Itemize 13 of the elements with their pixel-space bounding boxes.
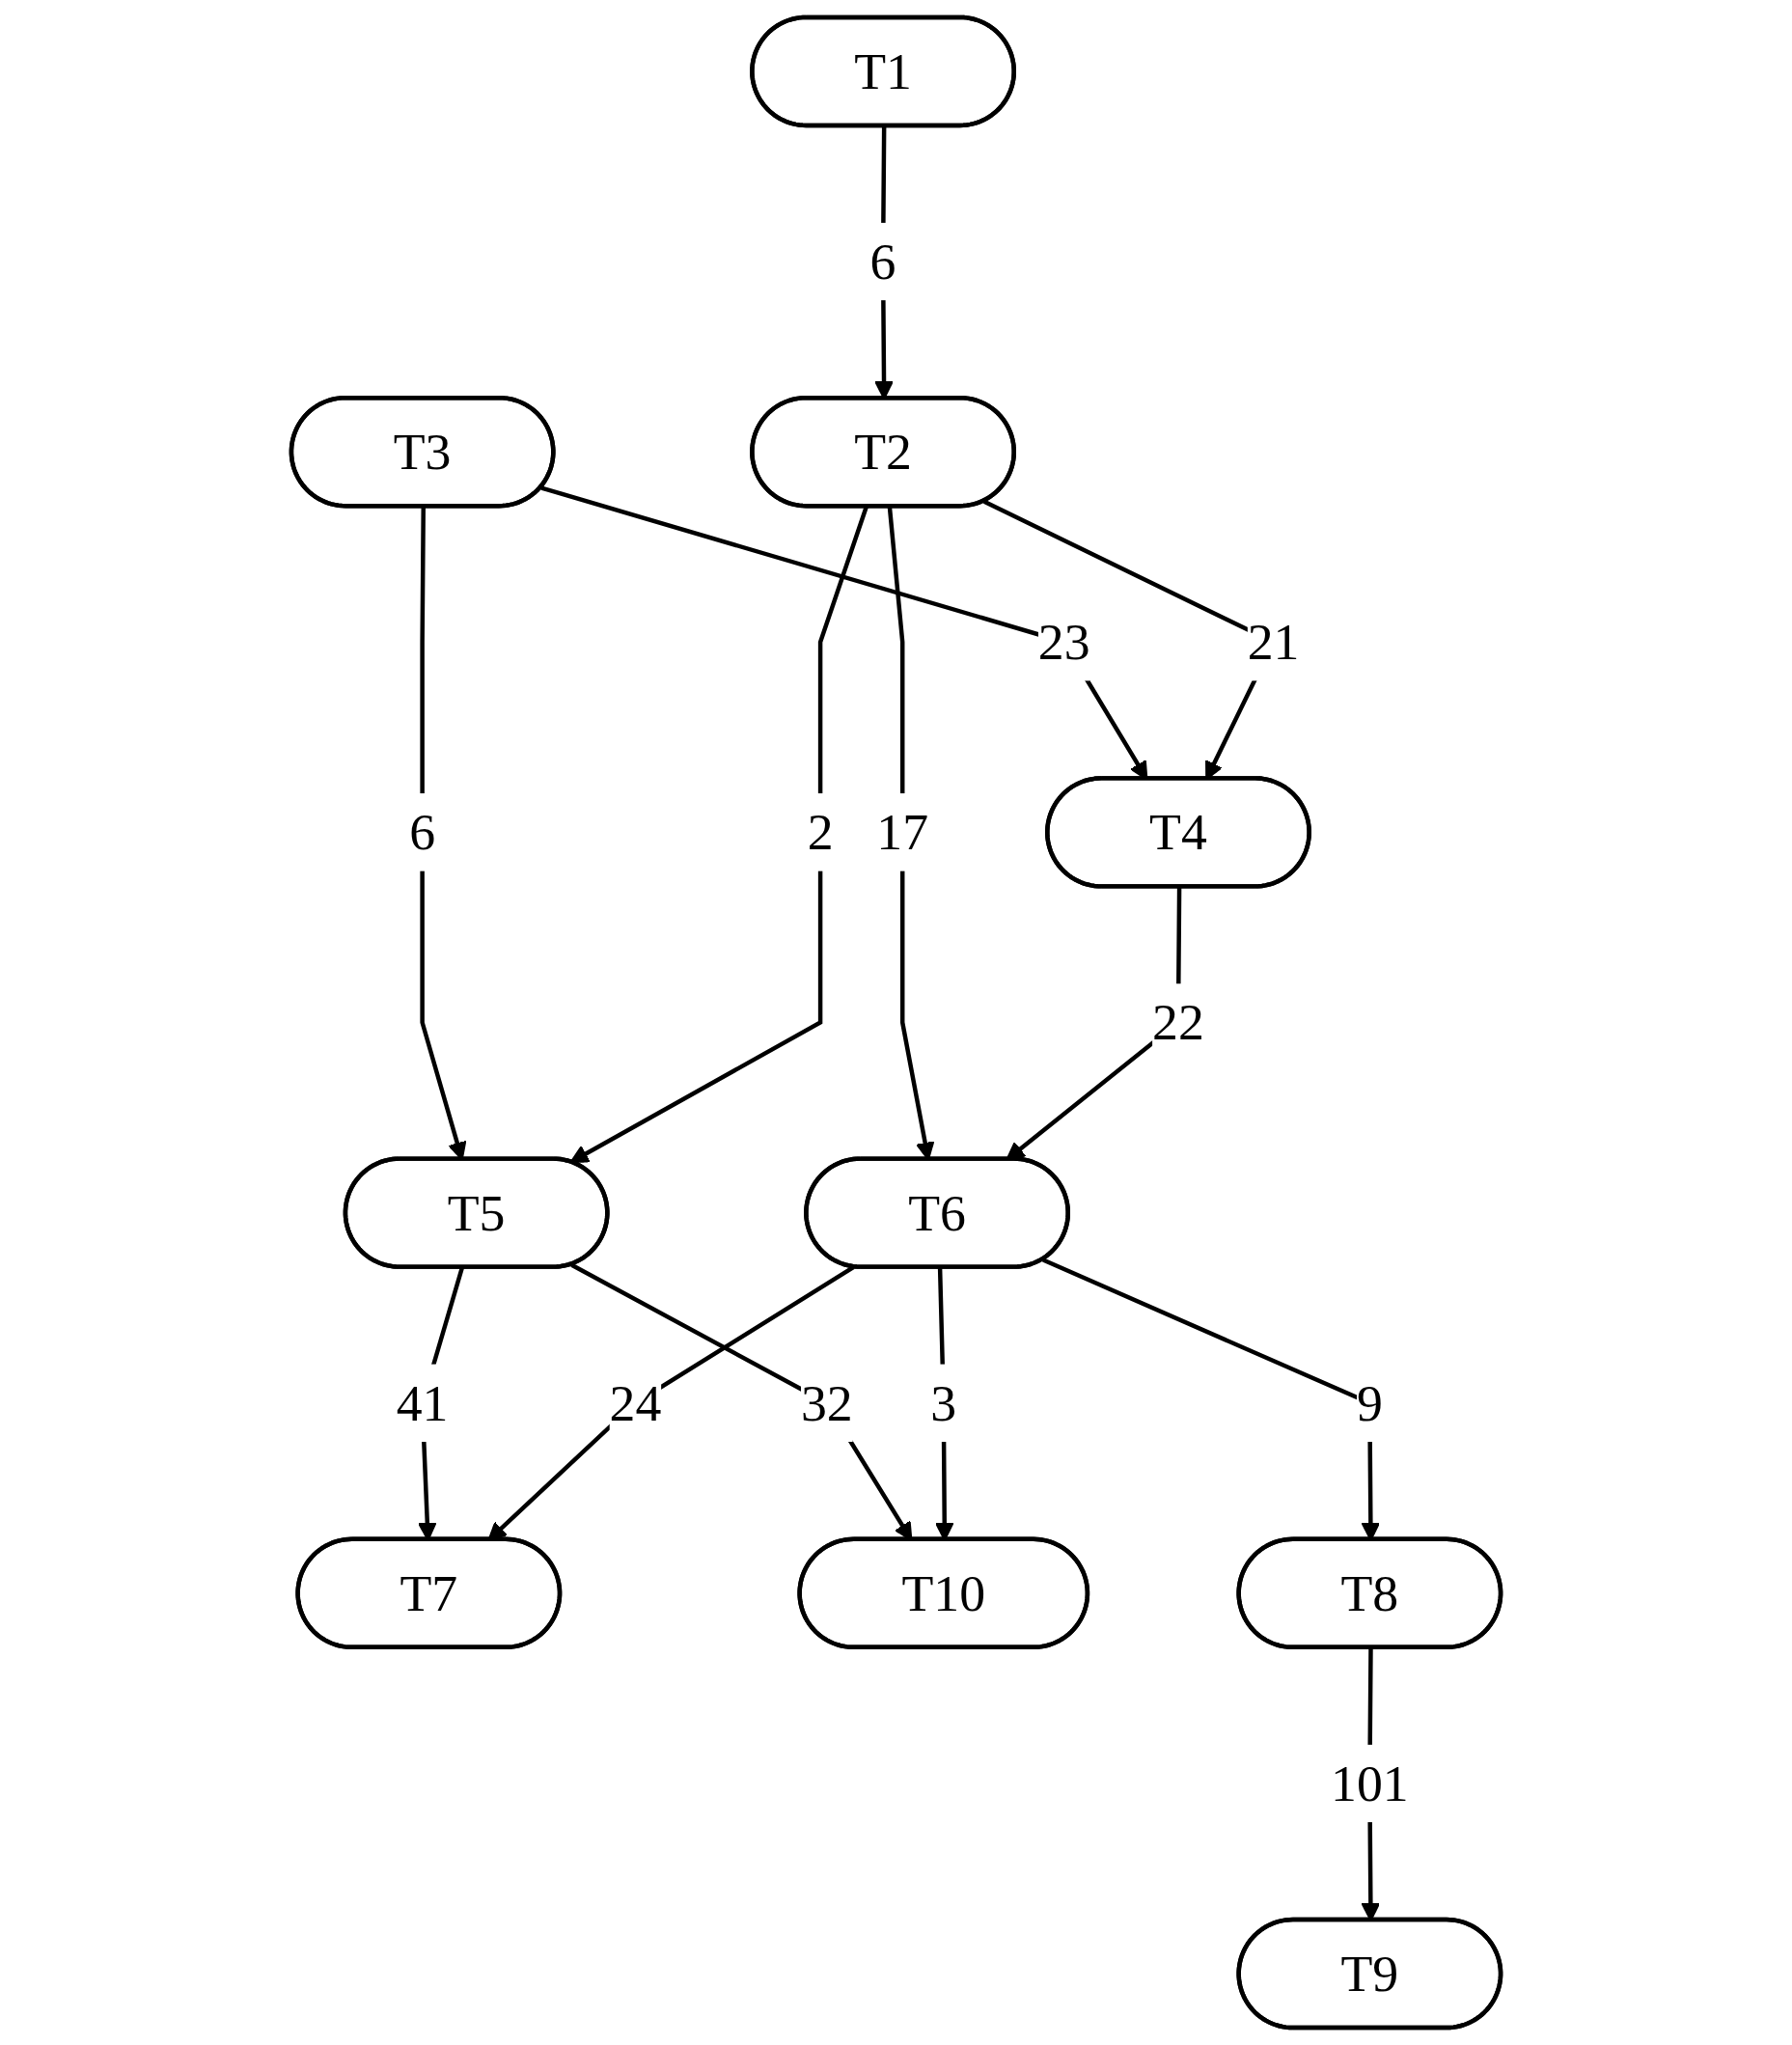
edge-label: 24 (609, 1374, 662, 1431)
edge-label: 6 (409, 804, 436, 861)
edge-label: 23 (1037, 614, 1090, 671)
edge-label: 6 (869, 233, 896, 290)
edge-label: 17 (876, 804, 929, 861)
edge-label: 41 (396, 1374, 449, 1431)
edge-label: 9 (1356, 1374, 1383, 1431)
edge-label: 32 (800, 1374, 853, 1431)
edge-label: 3 (930, 1374, 957, 1431)
edge-label: 22 (1152, 994, 1204, 1051)
edge-label: 101 (1331, 1755, 1409, 1812)
edge-label: 21 (1247, 614, 1300, 671)
edge-label: 2 (807, 804, 834, 861)
